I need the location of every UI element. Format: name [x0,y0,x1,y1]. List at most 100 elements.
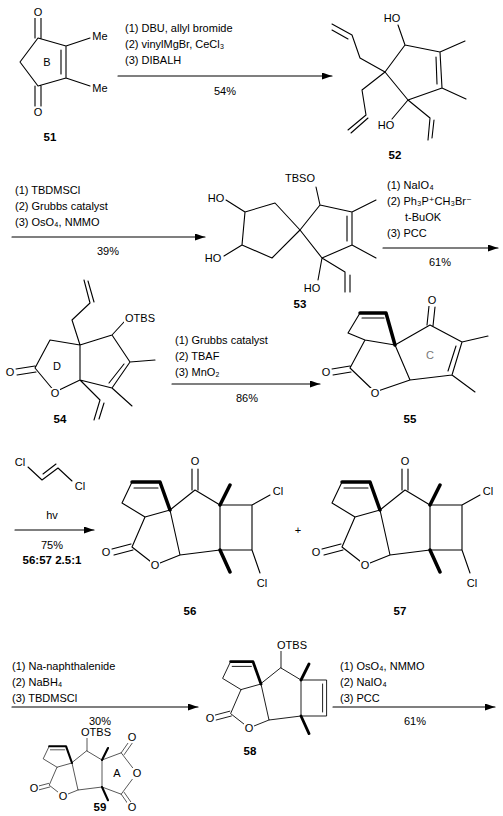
compound-number: 59 [94,802,107,814]
reagent-text: 86% [236,393,258,404]
molecule-bonds [192,469,270,573]
reagent-text: (2) TBAF [175,351,219,362]
atom-label: O [190,456,201,467]
atom-label: O [244,723,255,734]
atom-label: O [5,367,16,378]
reagent-text: (3) TBDMSCl [12,693,77,704]
atom-label: HO [383,13,402,24]
atom-label: OTBS [276,640,308,651]
atom-label: Cl [256,578,268,589]
reagent-text: (1) DBU, allyl bromide [125,23,233,34]
atom-label: HO [377,120,396,131]
reaction-arrow [12,236,205,237]
atom-label: HO [204,253,223,264]
reagent-text: (1) Grubbs catalyst [175,335,268,346]
reagent-text: (1) Na-naphthalenide [12,661,115,672]
atom-label: HO [207,193,226,204]
atom-label: O [132,768,143,779]
ring-letter: C [426,350,434,361]
atom-label: O [101,547,112,558]
reagent-text: 54% [214,86,236,97]
atom-label: D [52,361,62,372]
atom-label: Cl [74,481,86,492]
molecule-bonds [332,306,488,392]
atom-label: O [127,802,138,813]
molecule-bonds [402,469,480,573]
cage-core [322,482,440,572]
molecule-bonds [20,18,90,106]
atom-label: O [360,560,371,571]
atom-label: O [29,783,40,794]
compound-number: 58 [244,746,257,758]
reaction-arrow [15,529,94,530]
reagent-text: (2) NaIO₄ [340,677,387,688]
compound-number: 52 [389,150,402,162]
atom-label: O [58,791,69,802]
bold-bonds [360,313,395,345]
compound-number: 53 [294,299,307,311]
atom-label: O [150,560,161,571]
reagent-text: (3) PCC [387,228,427,239]
compound-number: 56:57 2.5:1 [23,555,82,567]
reagent-text: t-BuOK [405,212,441,223]
atom-label: Me [91,31,108,42]
reagent-text: (3) OsO₄, NMMO [15,217,100,228]
reagent-text: (2) NaBH₄ [12,677,62,688]
molecule-bonds [281,651,327,716]
reagent-text: (2) Grubbs catalyst [15,201,108,212]
atom-label: O [33,107,44,118]
reagent-text: 39% [97,246,119,257]
atom-label: O [400,456,411,467]
reagent-text: (1) OsO₄, NMMO [340,661,425,672]
atom-label: Cl [466,578,478,589]
atom-label: O [50,388,61,399]
atom-label: O [127,732,138,743]
atom-label: OTBS [80,727,112,738]
atom-label: TBSO [284,173,316,184]
reagent-text: (3) PCC [340,693,380,704]
reagent-text: (1) NaIO₄ [387,180,434,191]
compound-number: 57 [394,606,407,618]
molecule-bonds [224,187,376,292]
reagent-text: 75% [41,540,63,551]
reagent-text: (1) TBDMSCl [15,185,80,196]
cage-core [37,746,108,800]
atom-label: O [205,713,216,724]
atom-label: HO [303,283,322,294]
atom-label: O [311,547,322,558]
reaction-arrow [172,383,320,384]
reagent-text: + [295,525,301,536]
reagent-text: 61% [429,257,451,268]
reaction-arrow [333,706,495,707]
compound-number: 51 [44,132,57,144]
reaction-arrow [118,75,332,76]
atom-label: OTBS [124,313,156,324]
reagent-text: hv [46,510,58,521]
atom-label: O [33,7,44,18]
reagent-text: 30% [89,716,111,727]
compound-number: 54 [54,414,67,426]
atom-label: O [427,295,438,306]
cage-core [112,482,230,572]
atom-label: Me [91,83,108,94]
atom-label: Cl [14,457,26,468]
compound-number: 56 [184,606,197,618]
atom-label: O [370,388,381,399]
molecule-bonds [28,464,72,481]
cage-core [215,662,309,734]
reagent-text: (3) DIBALH [125,55,181,66]
molecule-bonds [87,738,137,806]
atom-label: B [42,57,51,68]
atom-label: A [112,768,121,779]
reaction-arrow [12,706,198,707]
reagent-text: (2) vinylMgBr, CeCl₃ [125,39,224,50]
reagent-text: (3) MnO₂ [175,367,220,378]
molecule-bonds [332,24,466,140]
atom-label: O [321,367,332,378]
reagent-text: (2) Ph₃P⁺CH₃Br⁻ [387,196,472,207]
atom-label: Cl [272,486,284,497]
molecule-bonds [16,280,155,420]
reaction-arrow [383,247,498,248]
reagent-text: 61% [404,716,426,727]
